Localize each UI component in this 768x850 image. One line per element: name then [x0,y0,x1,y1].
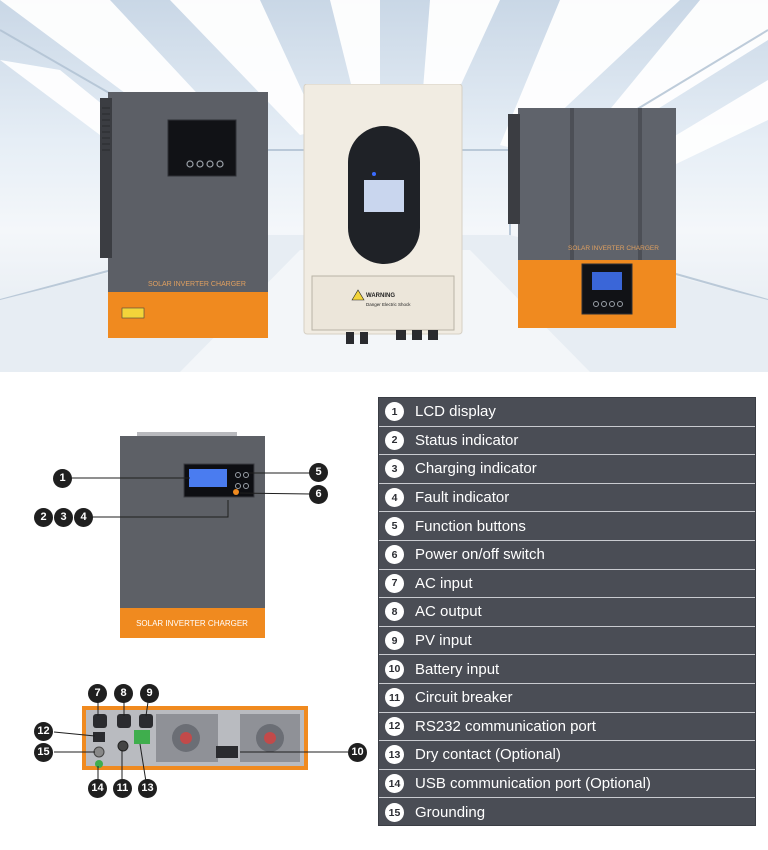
callout-10: 10 [348,743,367,762]
legend-row: 11 Circuit breaker [379,684,755,713]
bottom-view-diagram [53,701,348,789]
legend-number: 4 [385,488,404,508]
legend-number: 14 [385,774,404,794]
legend-label: AC output [415,603,482,621]
legend-label: PV input [415,632,472,650]
legend-label: Battery input [415,660,500,678]
callout-5: 5 [309,463,328,482]
legend-number: 8 [385,602,404,622]
left-unit-label: SOLAR INVERTER CHARGER [148,281,246,288]
legend-number: 3 [385,459,404,479]
legend-row: 15 Grounding [379,798,755,827]
callout-11: 11 [113,779,132,798]
legend-row: 1 LCD display [379,398,755,427]
front-view-diagram: SOLAR INVERTER CHARGER [71,432,312,638]
legend-label: LCD display [415,403,496,421]
legend-row: 4 Fault indicator [379,484,755,513]
callout-4: 4 [74,508,93,527]
legend-row: 7 AC input [379,570,755,599]
legend-row: 5 Function buttons [379,512,755,541]
right-unit-label: SOLAR INVERTER CHARGER [568,245,659,252]
warning-title: WARNING [366,293,395,299]
legend-label: Grounding [415,804,486,822]
legend-label: USB communication port (Optional) [415,775,651,793]
component-legend: 1 LCD display 2 Status indicator 3 Charging… [378,397,756,826]
legend-number: 10 [385,659,404,679]
callout-15: 15 [34,743,53,762]
legend-label: Power on/off switch [415,546,545,564]
legend-row: 10 Battery input [379,655,755,684]
callout-8: 8 [114,684,133,703]
legend-number: 15 [385,803,404,823]
legend-number: 9 [385,631,404,651]
warning-text: Danger Electric Shock [366,302,411,307]
callout-9: 9 [140,684,159,703]
legend-label: Function buttons [415,517,526,535]
legend-label: Dry contact (Optional) [415,746,561,764]
callout-6: 6 [309,485,328,504]
legend-number: 6 [385,545,404,565]
legend-number: 5 [385,516,404,536]
legend-row: 9 PV input [379,627,755,656]
legend-label: Charging indicator [415,460,537,478]
legend-label: Status indicator [415,431,519,449]
left-inverter-image: SOLAR INVERTER CHARGER [100,92,268,338]
legend-row: 3 Charging indicator [379,455,755,484]
legend-label: Fault indicator [415,489,510,507]
legend-label: Circuit breaker [415,689,513,707]
callout-12: 12 [34,722,53,741]
callout-3: 3 [54,508,73,527]
legend-number: 13 [385,745,404,765]
legend-label: AC input [415,574,473,592]
legend-row: 8 AC output [379,598,755,627]
legend-number: 1 [385,402,404,422]
legend-row: 14 USB communication port (Optional) [379,770,755,799]
legend-number: 7 [385,573,404,593]
middle-inverter-image: WARNING Danger Electric Shock [303,84,463,344]
legend-label: RS232 communication port [415,717,596,735]
legend-row: 2 Status indicator [379,427,755,456]
callout-2: 2 [34,508,53,527]
legend-number: 11 [385,688,404,708]
callout-7: 7 [88,684,107,703]
product-banner: SOLAR INVERTER CHARGER WARNING Danger El… [0,0,768,372]
front-unit-label: SOLAR INVERTER CHARGER [136,619,248,628]
callout-14: 14 [88,779,107,798]
legend-number: 12 [385,716,404,736]
legend-row: 12 RS232 communication port [379,713,755,742]
callout-1: 1 [53,469,72,488]
legend-number: 2 [385,430,404,450]
right-inverter-image: SOLAR INVERTER CHARGER [508,108,676,328]
legend-row: 6 Power on/off switch [379,541,755,570]
legend-row: 13 Dry contact (Optional) [379,741,755,770]
callout-13: 13 [138,779,157,798]
